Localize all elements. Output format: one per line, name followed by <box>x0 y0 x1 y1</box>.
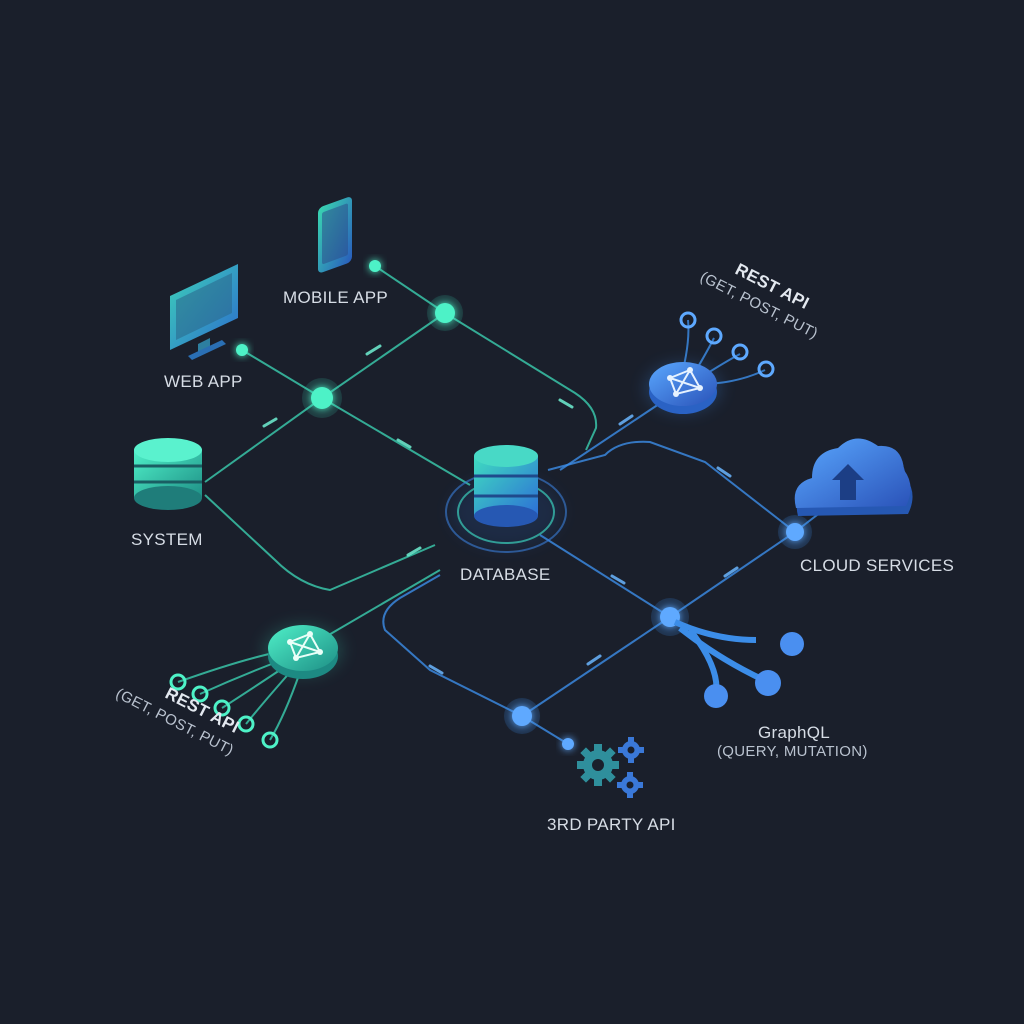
endpoint-dot-third-party <box>562 738 574 750</box>
third-party-api-label: 3RD PARTY API <box>547 815 676 834</box>
smartphone-icon <box>318 197 352 273</box>
database-stack-icon <box>474 445 538 527</box>
database-stack-icon <box>134 438 202 510</box>
graph-network-hub-icon <box>169 624 343 749</box>
monitor-icon <box>170 264 238 360</box>
graphql-subtitle: (QUERY, MUTATION) <box>717 743 868 760</box>
graph-network-hub-icon <box>645 311 775 414</box>
mobile-app-label: MOBILE APP <box>283 288 388 307</box>
cloud-upload-icon <box>794 438 913 516</box>
cloud-services-label: CLOUD SERVICES <box>800 556 954 575</box>
data-flow-dashes <box>262 344 739 675</box>
endpoint-dot-mobile <box>369 260 381 272</box>
web-app-label: WEB APP <box>164 372 243 391</box>
database-label: DATABASE <box>460 565 551 584</box>
junction-cloud <box>778 515 812 549</box>
graphql-label: GraphQL <box>758 723 830 742</box>
junction-third-party <box>504 698 540 734</box>
system-label: SYSTEM <box>131 530 203 549</box>
endpoint-dot-web <box>236 344 248 356</box>
junction-mobile <box>427 295 463 331</box>
gears-icon <box>577 737 644 798</box>
branching-nodes-icon <box>673 619 804 708</box>
junction-web <box>302 378 342 418</box>
database-hub <box>445 445 567 553</box>
